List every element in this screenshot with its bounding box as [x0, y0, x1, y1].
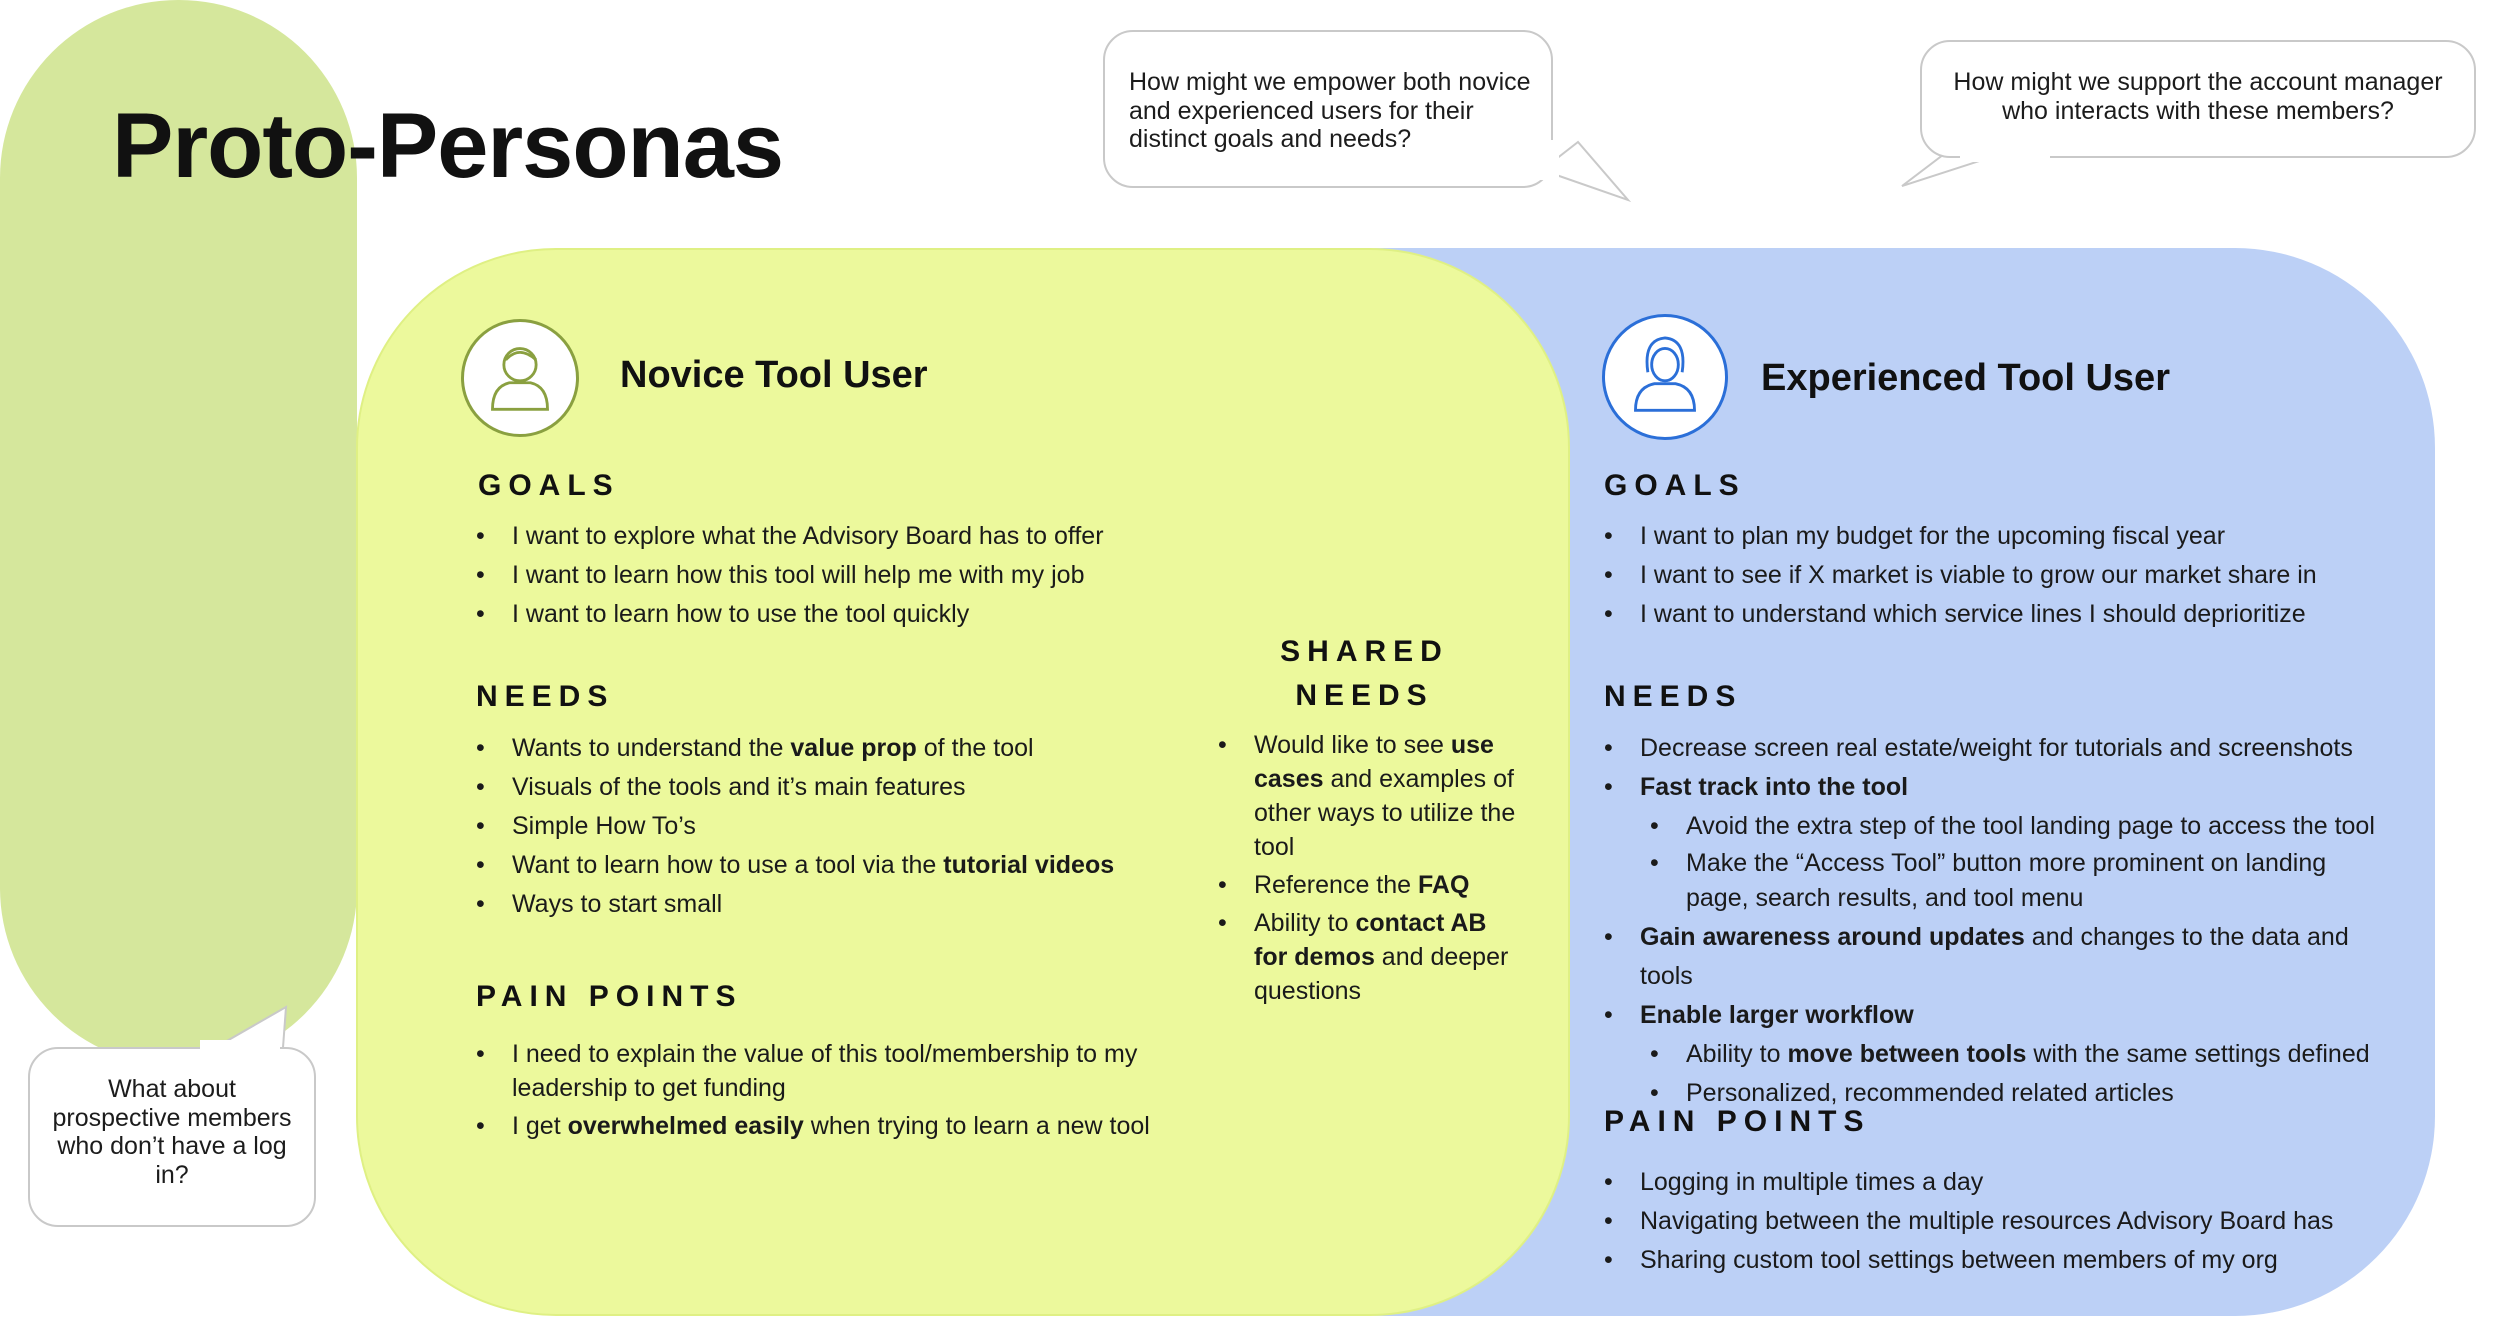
novice-goals-list: I want to explore what the Advisory Boar… — [476, 517, 1176, 634]
experienced-persona-name: Experienced Tool User — [1761, 357, 2170, 399]
list-item: Would like to see use cases and examples… — [1218, 728, 1518, 864]
experienced-goals-heading: GOALS — [1604, 469, 1746, 502]
novice-pain-points-heading: PAIN POINTS — [476, 980, 743, 1013]
list-item: I want to plan my budget for the upcomin… — [1604, 517, 2384, 556]
list-item: Enable larger workflow — [1604, 996, 2384, 1035]
speech-bubble-tail — [1539, 140, 1632, 203]
list-item: Logging in multiple times a day — [1604, 1163, 2384, 1202]
list-item: Fast track into the tool — [1604, 768, 2384, 807]
list-item: I need to explain the value of this tool… — [476, 1037, 1156, 1105]
list-item: Want to learn how to use a tool via the … — [476, 846, 1176, 885]
bubble-tail-joint — [200, 1040, 280, 1054]
novice-goals-heading: GOALS — [478, 469, 620, 502]
list-item: Sharing custom tool settings between mem… — [1604, 1241, 2384, 1280]
shared-needs-heading: SHARED NEEDS — [1280, 635, 1449, 712]
experienced-pain-points-heading: PAIN POINTS — [1604, 1105, 1871, 1138]
novice-needs-list: Wants to understand the value prop of th… — [476, 729, 1176, 924]
page-title: Proto-Personas — [112, 95, 784, 197]
shared-needs-overlap — [0, 0, 357, 1066]
speech-bubble-top-right: How might we support the account manager… — [1920, 40, 2476, 158]
list-item: Reference the FAQ — [1218, 868, 1518, 902]
shared-needs-list: Would like to see use cases and examples… — [1218, 728, 1518, 1012]
list-item: I want to explore what the Advisory Boar… — [476, 517, 1176, 556]
speech-bubble-bottom-left: What about prospective members who don’t… — [28, 1047, 316, 1227]
list-item: Ways to start small — [476, 885, 1176, 924]
list-item: Gain awareness around updates and change… — [1604, 918, 2384, 996]
list-item: Simple How To’s — [476, 807, 1176, 846]
experienced-pain-points-list: Logging in multiple times a day Navigati… — [1604, 1163, 2384, 1280]
novice-persona-name: Novice Tool User — [620, 354, 928, 396]
list-item: Ability to move between tools with the s… — [1604, 1035, 2384, 1074]
speech-bubble-text: How might we empower both novice and exp… — [1129, 68, 1531, 153]
list-item: I want to see if X market is viable to g… — [1604, 556, 2384, 595]
list-item: I want to understand which service lines… — [1604, 595, 2384, 634]
bubble-tail-joint — [1535, 140, 1559, 180]
list-item: I want to learn how this tool will help … — [476, 556, 1176, 595]
speech-bubble-text: What about prospective members who don’t… — [52, 1075, 292, 1189]
speech-bubble-text: How might we support the account manager… — [1953, 68, 2443, 125]
list-item: Navigating between the multiple resource… — [1604, 1202, 2384, 1241]
experienced-goals-list: I want to plan my budget for the upcomin… — [1604, 517, 2384, 634]
list-item: Make the “Access Tool” button more promi… — [1604, 846, 2384, 916]
list-item: Decrease screen real estate/weight for t… — [1604, 729, 2384, 768]
user-avatar-icon — [1602, 314, 1728, 440]
list-item: Personalized, recommended related articl… — [1604, 1074, 2384, 1113]
novice-needs-heading: NEEDS — [476, 680, 615, 713]
list-item: Avoid the extra step of the tool landing… — [1604, 807, 2384, 846]
experienced-needs-list: Decrease screen real estate/weight for t… — [1604, 729, 2384, 1113]
speech-bubble-top-center: How might we empower both novice and exp… — [1103, 30, 1553, 188]
user-avatar-icon — [461, 319, 579, 437]
list-item: I get overwhelmed easily when trying to … — [476, 1109, 1156, 1143]
list-item: Visuals of the tools and it’s main featu… — [476, 768, 1176, 807]
experienced-needs-heading: NEEDS — [1604, 680, 1743, 713]
list-item: Ability to contact AB for demos and deep… — [1218, 906, 1518, 1008]
list-item: Wants to understand the value prop of th… — [476, 729, 1176, 768]
novice-pain-points-list: I need to explain the value of this tool… — [476, 1037, 1156, 1143]
list-item: I want to learn how to use the tool quic… — [476, 595, 1176, 634]
bubble-tail-joint — [1960, 150, 2050, 162]
